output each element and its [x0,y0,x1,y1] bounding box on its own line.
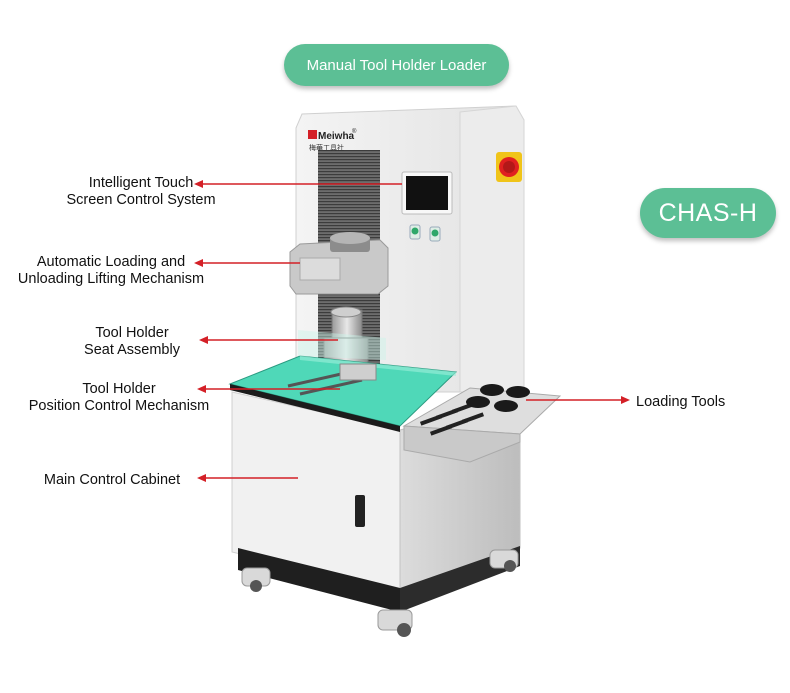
callout-position-control: Tool Holder Position Control Mechanism [14,381,224,415]
callout-seat-assembly: Tool Holder Seat Assembly [72,325,192,359]
arrowhead-touch-screen [194,180,203,188]
callout-seat-line1: Tool Holder [95,325,169,341]
callout-lifting-line2: Unloading Lifting Mechanism [17,271,205,287]
callout-touch-screen-line1: Intelligent Touch [88,175,194,191]
brand-name: Meiwha [318,131,355,142]
callout-arrows [194,180,630,482]
brand-chinese-name: 梅華工具社 [309,143,344,152]
brand-mark: ® [352,128,357,135]
callout-loading-tools-line1: Loading Tools [636,394,726,410]
tool-tray [402,384,562,463]
control-buttons [409,224,441,242]
arrowhead-cabinet [197,474,206,482]
callout-loading-tools: Loading Tools [636,394,756,411]
callout-main-cabinet: Main Control Cabinet [30,472,194,489]
callout-position-line2: Position Control Mechanism [28,398,210,414]
callout-touch-screen-line2: Screen Control System [66,192,216,208]
callout-seat-line2: Seat Assembly [84,342,180,358]
lifting-mechanism [289,232,389,295]
work-table [228,330,458,432]
callout-lifting-line1: Automatic Loading and [36,254,186,270]
arrowhead-seat [199,336,208,344]
model-name: CHAS-H [658,198,758,227]
arrowhead-loading-tools [621,396,630,404]
callout-lifting-mechanism: Automatic Loading and Unloading Lifting … [4,254,218,288]
model-badge: CHAS-H [640,188,776,238]
callout-cabinet-line1: Main Control Cabinet [43,472,181,488]
product-title-badge: Manual Tool Holder Loader [284,44,509,86]
callout-position-line1: Tool Holder [82,381,156,397]
product-title: Manual Tool Holder Loader [306,56,487,74]
touch-screen [401,171,453,215]
arrowhead-lifting [194,259,203,267]
emergency-stop-button [496,152,522,182]
cabinet-handle [355,495,365,527]
brand-logo: Meiwha ® 梅華工具社 [308,128,357,152]
callout-touch-screen: Intelligent Touch Screen Control System [46,175,236,209]
arrowhead-position [197,385,206,393]
